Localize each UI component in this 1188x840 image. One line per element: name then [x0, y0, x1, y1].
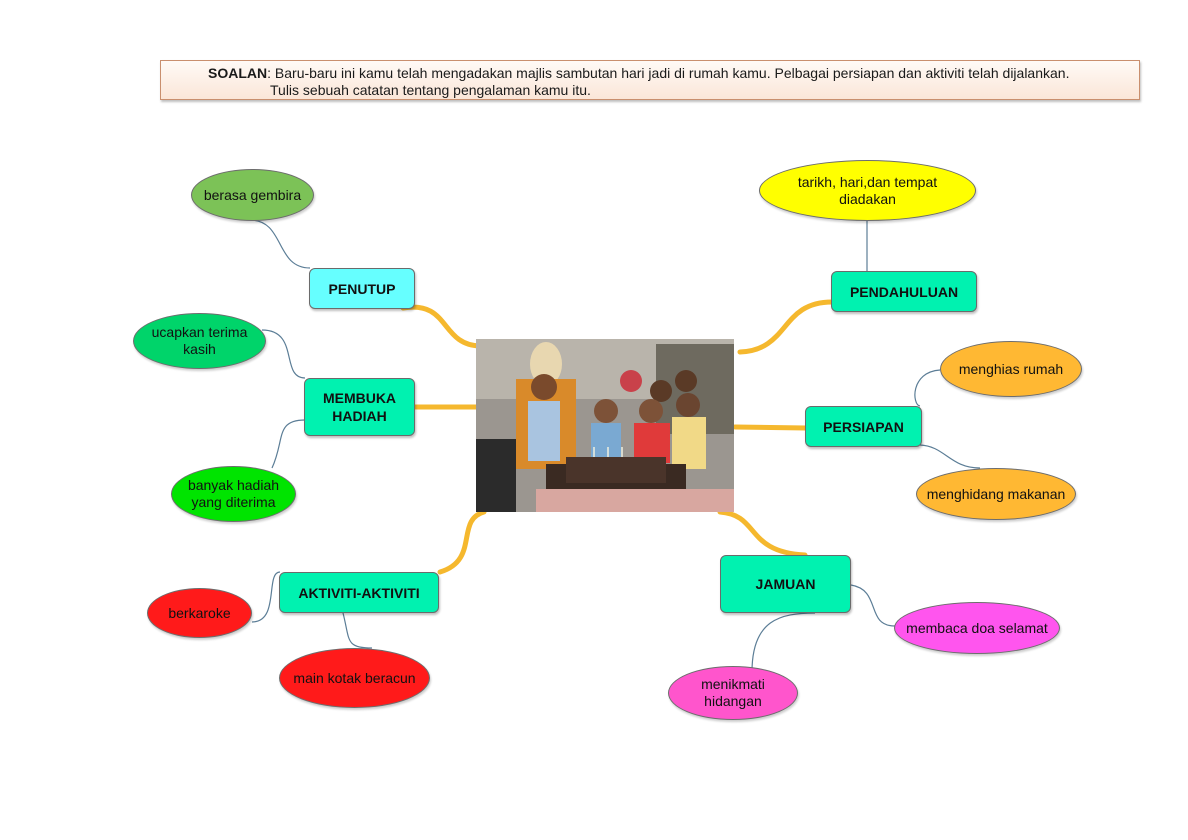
- connector-aktiviti: [437, 509, 487, 575]
- question-line2: Tulis sebuah catatan tentang pengalaman …: [270, 82, 591, 98]
- leaf-ucapkan-text: ucapkan terima kasih: [151, 324, 248, 357]
- leaf-berkaroke-text: berkaroke: [168, 604, 231, 621]
- question-label: SOALAN: [208, 65, 268, 81]
- leaf-banyak-hadiah: banyak hadiah yang diterima: [171, 466, 296, 522]
- leaf-berkaroke: berkaroke: [147, 588, 252, 638]
- leaf-menghidang: menghidang makanan: [916, 468, 1076, 520]
- connector-penutup: [400, 304, 483, 349]
- leaf-banyak-hadiah-text: banyak hadiah yang diterima: [187, 477, 280, 510]
- branch-membuka-hadiah: MEMBUKA HADIAH: [304, 378, 415, 436]
- leaf-ucapkan: ucapkan terima kasih: [133, 313, 266, 369]
- leaf-tarikh-text: tarikh, hari,dan tempat diadakan: [797, 173, 938, 207]
- connector-berkaroke: [251, 571, 281, 623]
- leaf-menghidang-text: menghidang makanan: [926, 485, 1066, 502]
- connector-jamuan: [717, 509, 808, 558]
- connector-pendahuluan: [737, 299, 835, 355]
- birthday-party-photo: [476, 339, 734, 512]
- leaf-berasa-gembira-text: berasa gembira: [203, 186, 302, 203]
- branch-pendahuluan: PENDAHULUAN: [831, 271, 977, 312]
- leaf-membaca-doa: membaca doa selamat: [894, 602, 1060, 654]
- leaf-tarikh: tarikh, hari,dan tempat diadakan: [759, 160, 976, 221]
- branch-persiapan: PERSIAPAN: [805, 406, 922, 447]
- question-line1: : Baru-baru ini kamu telah mengadakan ma…: [267, 65, 1070, 81]
- branch-jamuan-label: JAMUAN: [755, 576, 816, 592]
- connector-berasa-gembira: [249, 219, 311, 269]
- connector-menikmati: [751, 612, 816, 673]
- branch-penutup-label: PENUTUP: [328, 280, 396, 297]
- leaf-menikmati-text: menikmati hidangan: [701, 676, 765, 709]
- connector-banyak-hadiah: [271, 419, 306, 469]
- question-box: SOALAN: Baru-baru ini kamu telah mengada…: [160, 60, 1140, 100]
- connector-membaca-doa: [850, 584, 896, 627]
- branch-membuka-hadiah-label: MEMBUKA HADIAH: [322, 390, 397, 424]
- branch-penutup: PENUTUP: [309, 268, 415, 309]
- branch-persiapan-label: PERSIAPAN: [823, 418, 904, 435]
- branch-jamuan: JAMUAN: [720, 555, 851, 613]
- leaf-berasa-gembira: berasa gembira: [191, 169, 314, 221]
- leaf-menikmati: menikmati hidangan: [668, 666, 798, 720]
- leaf-main-kotak: main kotak beracun: [279, 648, 430, 708]
- leaf-menghias: menghias rumah: [940, 341, 1082, 397]
- branch-aktiviti-label: AKTIVITI-AKTIVITI: [298, 584, 420, 601]
- leaf-membaca-doa-text: membaca doa selamat: [906, 619, 1048, 636]
- branch-aktiviti: AKTIVITI-AKTIVITI: [279, 572, 439, 613]
- leaf-main-kotak-text: main kotak beracun: [293, 669, 416, 686]
- leaf-menghias-text: menghias rumah: [958, 360, 1064, 377]
- connector-main-kotak: [342, 612, 373, 649]
- connector-persiapan: [732, 424, 809, 431]
- connector-menghidang: [919, 444, 981, 469]
- connector-menghias: [914, 369, 941, 407]
- branch-pendahuluan-label: PENDAHULUAN: [849, 283, 959, 300]
- connector-ucapkan: [261, 329, 306, 379]
